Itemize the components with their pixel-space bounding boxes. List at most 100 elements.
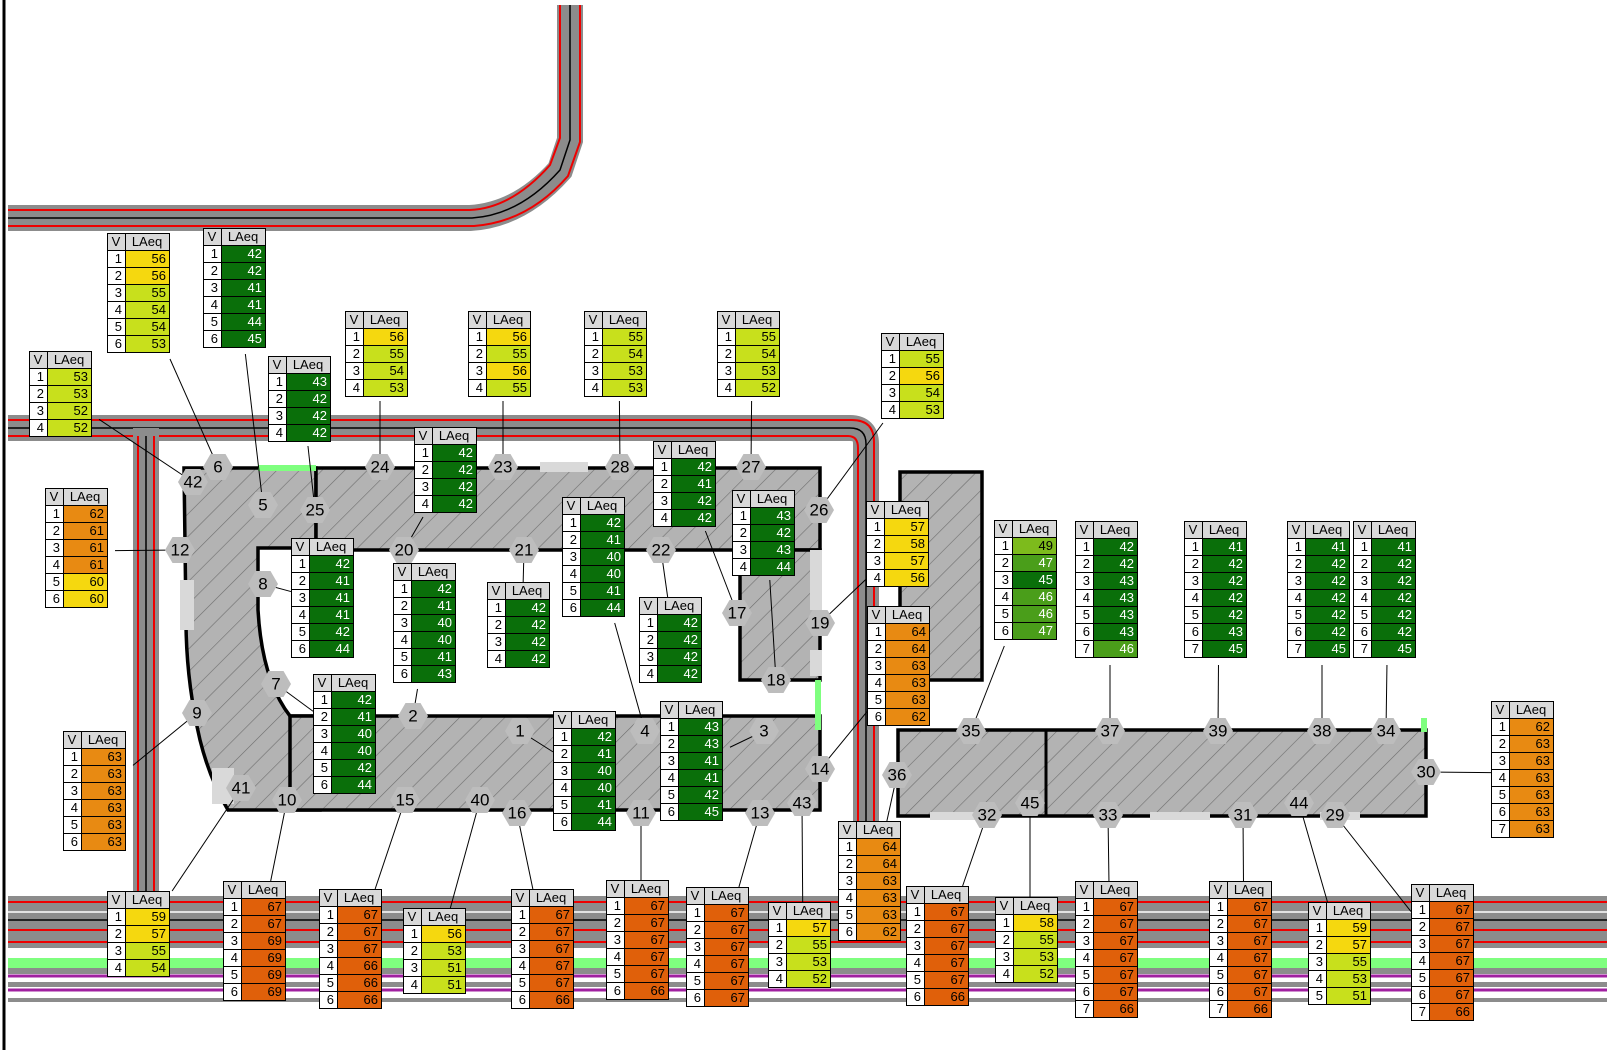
laeq-cell: 63 <box>856 889 901 907</box>
receiver-hex <box>1307 718 1337 744</box>
header-v: V <box>63 731 82 749</box>
floor-cell: 3 <box>866 552 885 570</box>
receiver-hex <box>389 537 419 563</box>
receiver-label: 36 <box>888 766 907 785</box>
laeq-cell: 42 <box>1202 572 1247 590</box>
laeq-cell: 42 <box>1305 606 1350 624</box>
floor-cell: 5 <box>1491 786 1510 804</box>
floor-cell: 3 <box>63 782 82 800</box>
header-v: V <box>29 351 48 369</box>
laeq-cell: 67 <box>529 923 574 941</box>
laeq-cell: 67 <box>1429 952 1474 970</box>
floor-cell: 2 <box>487 616 506 634</box>
header-laeq: LAeq <box>1012 520 1057 538</box>
floor-cell: 3 <box>838 872 857 890</box>
floor-cell: 1 <box>1075 538 1094 556</box>
receiver-label: 43 <box>793 794 812 813</box>
header-laeq: LAeq <box>671 441 716 459</box>
laeq-cell: 67 <box>624 948 669 966</box>
header-laeq: LAeq <box>571 711 616 729</box>
floor-cell: 3 <box>268 407 287 425</box>
header-v: V <box>553 711 572 729</box>
laeq-cell: 53 <box>421 942 466 960</box>
floor-cell: 4 <box>867 674 886 692</box>
laeq-cell: 56 <box>125 250 170 268</box>
laeq-cell: 45 <box>1202 640 1247 658</box>
laeq-cell: 54 <box>125 301 170 319</box>
floor-cell: 2 <box>313 708 332 726</box>
floor-cell: 4 <box>1075 589 1094 607</box>
laeq-cell: 54 <box>735 345 780 363</box>
laeq-cell: 55 <box>125 942 170 960</box>
floor-cell: 3 <box>487 633 506 651</box>
floor-cell: 5 <box>606 965 625 983</box>
floor-cell: 4 <box>1353 589 1372 607</box>
header-laeq: LAeq <box>884 501 929 519</box>
leader-line-42 <box>98 418 194 483</box>
header-v: V <box>732 490 751 508</box>
floor-cell: 4 <box>639 665 658 683</box>
laeq-cell: 57 <box>884 552 929 570</box>
floor-cell: 3 <box>291 589 310 607</box>
laeq-cell: 60 <box>63 573 108 591</box>
floor-cell: 2 <box>1411 918 1430 936</box>
header-v: V <box>606 880 625 898</box>
laeq-cell: 43 <box>411 665 456 683</box>
floor-cell: 4 <box>1209 949 1228 967</box>
floor-cell: 2 <box>45 522 64 540</box>
laeq-cell: 66 <box>337 974 382 992</box>
floor-cell: 3 <box>345 362 364 380</box>
header-v: V <box>1411 884 1430 902</box>
laeq-cell: 54 <box>899 384 944 402</box>
laeq-cell: 46 <box>1093 640 1138 658</box>
floor-cell: 2 <box>414 461 433 479</box>
floor-cell: 2 <box>867 640 886 658</box>
laeq-cell: 40 <box>411 631 456 649</box>
floor-cell: 1 <box>768 919 787 937</box>
header-v: V <box>838 821 857 839</box>
laeq-cell: 42 <box>309 555 354 573</box>
laeq-cell: 63 <box>81 748 126 766</box>
laeq-cell: 53 <box>735 362 780 380</box>
laeq-cell: 42 <box>657 665 702 683</box>
floor-cell: 5 <box>107 318 126 336</box>
floor-cell: 1 <box>867 623 886 641</box>
receiver-hex <box>630 718 660 744</box>
laeq-cell: 55 <box>486 345 531 363</box>
floor-cell: 4 <box>838 889 857 907</box>
header-laeq: LAeq <box>1509 701 1554 719</box>
header-v: V <box>1209 881 1228 899</box>
laeq-cell: 63 <box>885 691 930 709</box>
header-laeq: LAeq <box>657 597 702 615</box>
laeq-cell: 43 <box>286 373 331 391</box>
laeq-cell: 51 <box>421 959 466 977</box>
receiver-30: 30 <box>1411 759 1441 785</box>
